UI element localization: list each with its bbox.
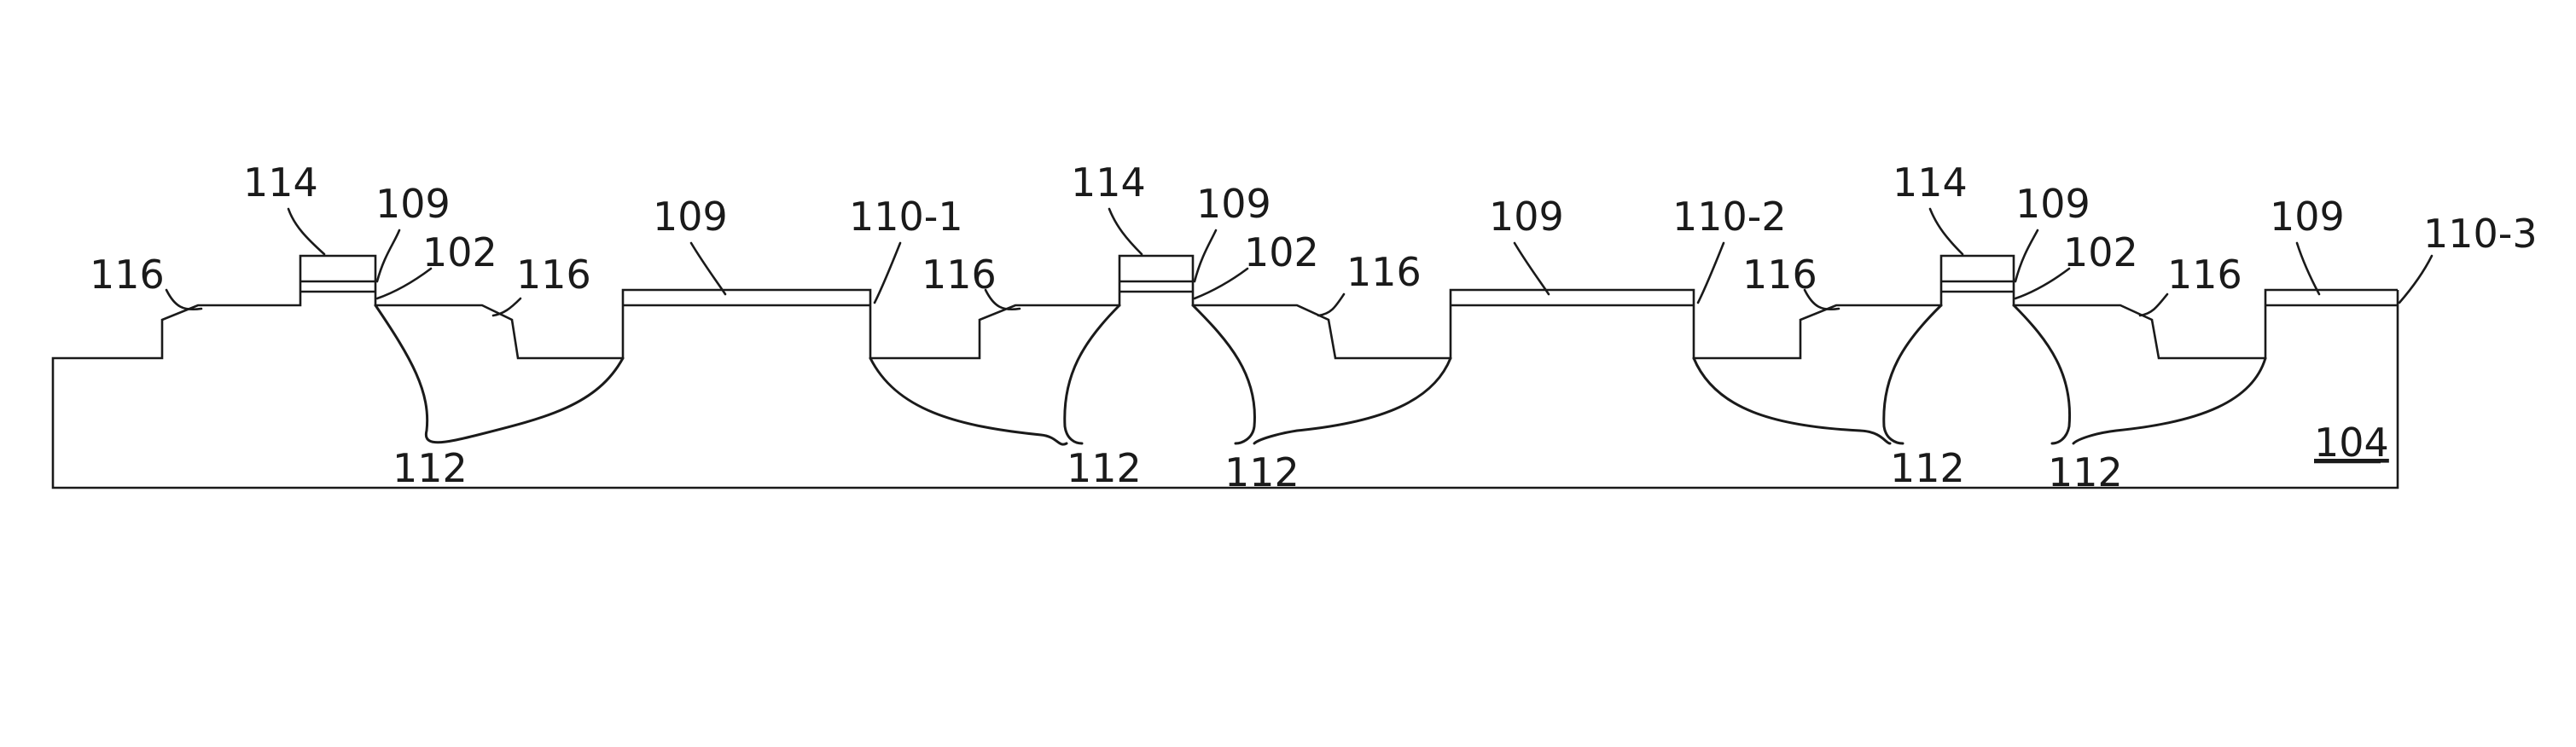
label-114: 114 <box>1071 159 1146 206</box>
label-112: 112 <box>393 445 468 491</box>
label-112: 112 <box>1890 445 1965 491</box>
leader-114-2 <box>1109 209 1142 254</box>
label-116: 116 <box>1346 249 1422 295</box>
label-112: 112 <box>2048 449 2123 495</box>
reference-labels: 114 109 102 116 116 109 110-1 112 114 10… <box>90 159 2538 495</box>
label-114: 114 <box>1893 159 1968 206</box>
label-116: 116 <box>1742 252 1817 298</box>
gate-stack-3 <box>1941 281 2014 292</box>
junction-curve <box>1254 358 1451 443</box>
label-109-fin: 109 <box>2270 194 2345 240</box>
label-102: 102 <box>422 229 497 275</box>
leader-109-1 <box>377 230 399 281</box>
label-116: 116 <box>922 252 997 298</box>
label-110-1: 110-1 <box>849 194 963 240</box>
label-109-fin: 109 <box>1489 194 1564 240</box>
leader-116-2b <box>1318 294 1344 316</box>
junction-curve <box>870 358 1067 444</box>
label-116: 116 <box>90 252 165 298</box>
gate-stack-1 <box>300 281 375 292</box>
junction-curve <box>2014 305 2070 443</box>
leader-110-2 <box>1698 243 1724 303</box>
leader-114-3 <box>1930 209 1963 254</box>
label-109-fin: 109 <box>653 194 728 240</box>
gate-stack-2 <box>1119 281 1193 292</box>
label-109: 109 <box>2015 181 2090 227</box>
leader-109-fin-2 <box>1515 243 1549 294</box>
leader-109-fin-3 <box>2297 243 2319 294</box>
label-104: 104 <box>2314 420 2389 466</box>
label-109: 109 <box>375 181 451 227</box>
label-110-2: 110-2 <box>1672 194 1787 240</box>
label-110-3: 110-3 <box>2423 211 2538 257</box>
leader-102-3 <box>2015 269 2069 298</box>
label-102: 102 <box>2063 229 2138 275</box>
junction-curve <box>1694 358 1890 443</box>
label-112: 112 <box>1067 445 1142 491</box>
junction-curve <box>1884 305 1941 443</box>
label-116: 116 <box>2167 252 2242 298</box>
leader-114-1 <box>288 209 324 254</box>
label-116: 116 <box>516 252 591 298</box>
leader-102-2 <box>1195 269 1247 298</box>
label-109: 109 <box>1196 181 1271 227</box>
leader-116-3b <box>2140 294 2167 316</box>
junction-curve <box>1065 305 1119 443</box>
leader-109-3 <box>2015 230 2038 281</box>
label-102: 102 <box>1244 229 1319 275</box>
leader-110-1 <box>875 243 900 303</box>
label-112: 112 <box>1224 449 1300 495</box>
junction-curve <box>375 305 623 443</box>
leader-109-2 <box>1195 230 1216 281</box>
junction-curve <box>2073 358 2265 443</box>
junction-curve <box>1193 305 1254 443</box>
leader-110-3 <box>2399 256 2432 303</box>
label-114: 114 <box>243 159 318 206</box>
leader-109-fin-1 <box>691 243 725 294</box>
